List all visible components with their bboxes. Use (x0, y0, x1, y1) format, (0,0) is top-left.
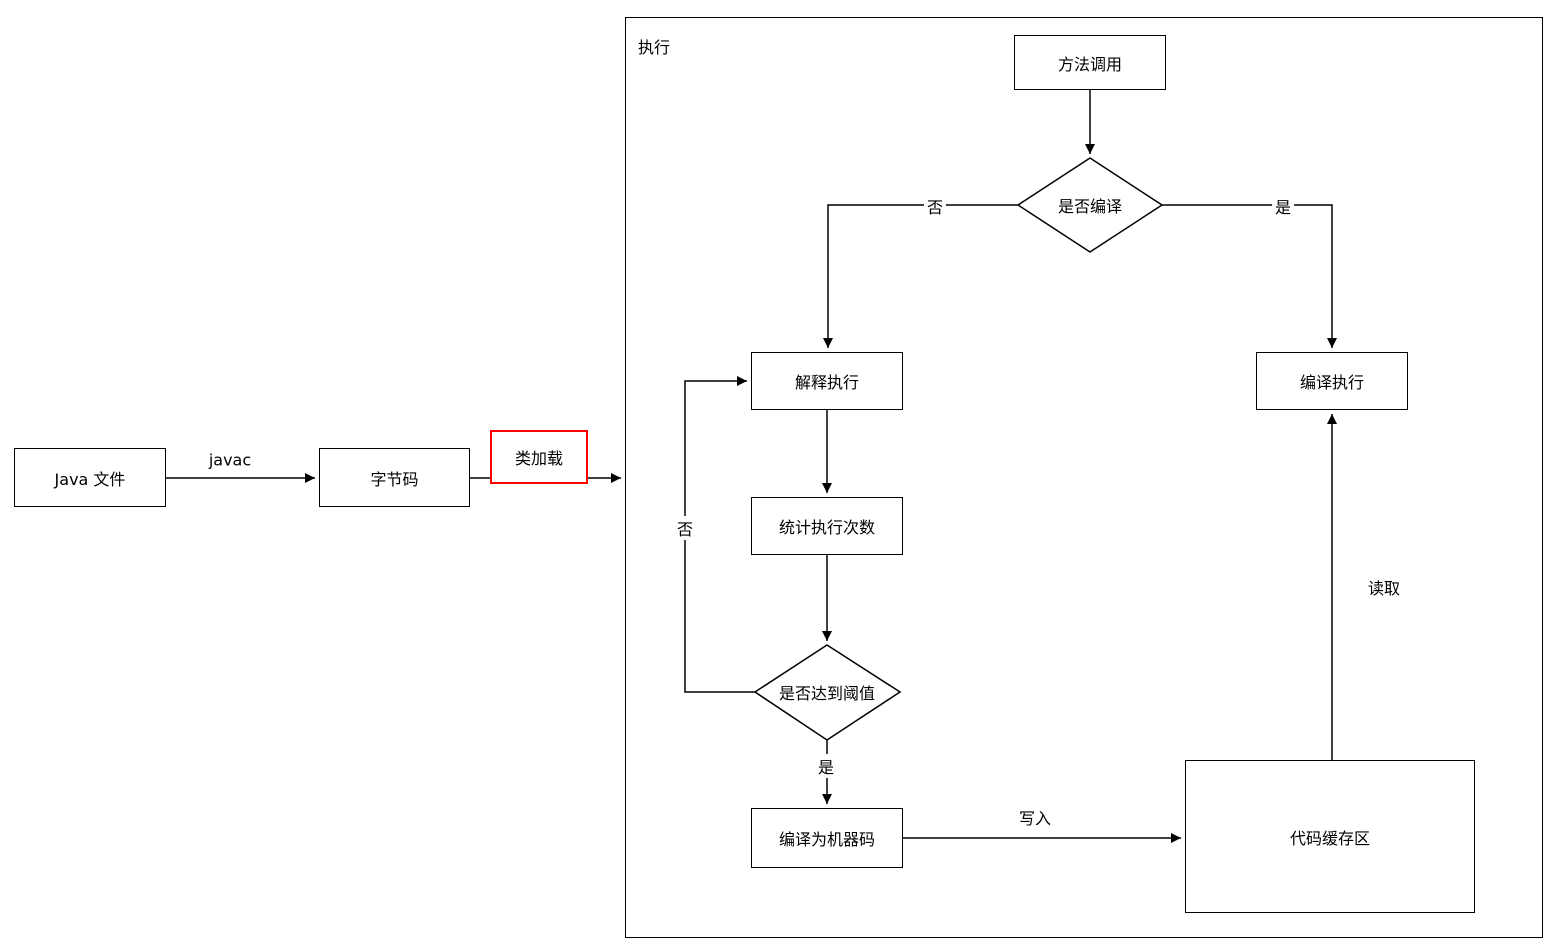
exec-group-title: 执行 (638, 38, 671, 57)
edge-label-threshold-no: 否 (673, 516, 697, 540)
edge-iscompile-no-interpret (823, 204, 1018, 348)
exec-group: 执行 (625, 17, 1543, 938)
is-compile-diamond (1016, 157, 1164, 253)
node-compile-exec: 编译执行 (1256, 352, 1408, 410)
node-count-exec: 统计执行次数 (751, 497, 903, 555)
node-bytecode: 字节码 (319, 448, 470, 507)
node-class-load: 类加载 (490, 430, 588, 484)
edge-label-compile-no: 否 (923, 194, 947, 218)
node-method-call: 方法调用 (1014, 35, 1166, 90)
node-compile-machine: 编译为机器码 (751, 808, 903, 868)
edge-label-write: 写入 (1015, 805, 1055, 829)
edge-label-javac: javac (205, 450, 255, 470)
edge-label-threshold-yes: 是 (814, 754, 838, 778)
node-interpret-exec: 解释执行 (751, 352, 903, 410)
is-compile-label: 是否编译 (1057, 197, 1122, 216)
reach-threshold-diamond (753, 644, 902, 741)
edge-label-read: 读取 (1364, 575, 1404, 599)
edge-label-compile-yes: 是 (1271, 194, 1295, 218)
node-java-file: Java 文件 (14, 448, 166, 507)
edge-iscompile-yes-compileexec (1162, 204, 1337, 348)
reach-threshold-label: 是否达到阈值 (778, 684, 875, 703)
node-code-cache: 代码缓存区 (1185, 760, 1475, 913)
